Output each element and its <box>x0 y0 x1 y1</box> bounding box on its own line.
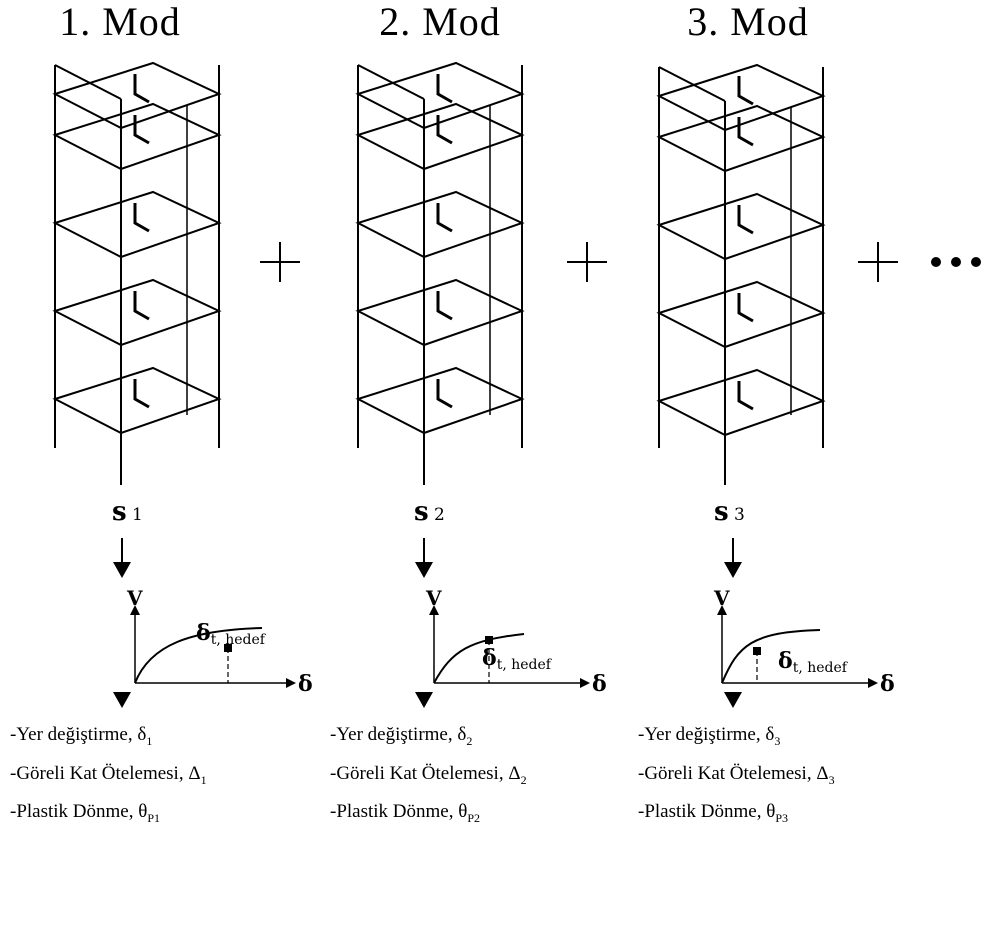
delta-axis-label: δ <box>880 671 895 697</box>
down-arrow-icon <box>113 538 131 578</box>
down-arrow-icon <box>415 538 433 578</box>
force-symbol: s <box>414 497 429 527</box>
floor-slab <box>52 366 222 435</box>
rotation-marker-icon <box>436 379 453 409</box>
frame-mode-2 <box>355 61 525 485</box>
roof-edge <box>357 64 425 100</box>
plus-sign-icon <box>567 242 607 282</box>
mode-3-title: 3. Mod <box>687 0 809 44</box>
v-axis-arrow <box>130 605 140 615</box>
floor-slab <box>656 280 826 349</box>
frame-mode-3 <box>656 63 826 485</box>
rotation-marker-icon <box>436 115 453 145</box>
mode-2-displacement: -Yer değiştirme, δ2 <box>330 724 473 748</box>
down-arrow-icon <box>724 538 742 578</box>
pushover-curve-mode-1: Vδ δt, hedef <box>126 586 313 697</box>
roof-edge <box>658 66 726 102</box>
mode-1-title: 1. Mod <box>59 0 181 44</box>
rotation-marker-icon <box>133 379 150 409</box>
rotation-marker-icon <box>737 205 754 235</box>
dot <box>971 257 981 267</box>
floor-slab <box>52 190 222 259</box>
arrow-head <box>724 562 742 578</box>
arrow-head <box>724 692 742 708</box>
rotation-marker-icon <box>133 115 150 145</box>
plus-sign-icon <box>858 242 898 282</box>
mode-3-displacement: -Yer değiştirme, δ3 <box>638 724 781 748</box>
pushover-curve-mode-2: Vδ δt, hedef <box>425 586 607 697</box>
target-label: δt, hedef <box>482 645 553 673</box>
mode-3-story-drift: -Göreli Kat Ötelemesi, Δ3 <box>638 763 835 787</box>
roof-slab <box>52 61 222 130</box>
capacity-curve <box>433 633 525 684</box>
floor-slab <box>656 368 826 437</box>
capacity-curve <box>721 629 821 684</box>
down-arrow-icon <box>113 692 131 708</box>
mode-1-displacement: -Yer değiştirme, δ1 <box>10 724 153 748</box>
delta-axis-arrow <box>580 678 590 688</box>
force-symbol: s <box>714 497 729 527</box>
floor-slab <box>355 278 525 347</box>
floor-slab <box>656 192 826 261</box>
mode-2-story-drift: -Göreli Kat Ötelemesi, Δ2 <box>330 763 527 787</box>
arrow-head <box>113 562 131 578</box>
dot <box>951 257 961 267</box>
force-symbol: s <box>112 497 127 527</box>
rotation-marker-icon <box>737 76 754 106</box>
target-label: δt, hedef <box>196 620 267 648</box>
dot <box>931 257 941 267</box>
rotation-marker-icon <box>436 291 453 321</box>
force-subscript: 2 <box>434 505 445 525</box>
target-label: δt, hedef <box>778 648 849 676</box>
v-axis-label: V <box>713 586 730 610</box>
arrow-head <box>113 692 131 708</box>
rotation-marker-icon <box>133 203 150 233</box>
rotation-marker-icon <box>737 381 754 411</box>
rotation-marker-icon <box>436 74 453 104</box>
roof-slab <box>355 61 525 130</box>
floor-slab <box>355 102 525 171</box>
v-axis-label: V <box>425 586 442 610</box>
mode-2-plastic-rotation: -Plastik Dönme, θP2 <box>330 801 481 825</box>
rotation-marker-icon <box>436 203 453 233</box>
force-subscript: 3 <box>734 505 745 525</box>
rotation-marker-icon <box>737 117 754 147</box>
force-subscript: 1 <box>132 505 143 525</box>
arrow-head <box>415 562 433 578</box>
frame-mode-1 <box>52 61 222 485</box>
roof-edge <box>54 64 122 100</box>
delta-axis-arrow <box>286 678 296 688</box>
mode-1-story-drift: -Göreli Kat Ötelemesi, Δ1 <box>10 763 207 787</box>
v-axis-label: V <box>126 586 143 610</box>
floor-slab <box>355 366 525 435</box>
down-arrow-icon <box>415 692 433 708</box>
pushover-curve-mode-3: Vδ δt, hedef <box>713 586 895 697</box>
rotation-marker-icon <box>133 291 150 321</box>
arrow-head <box>415 692 433 708</box>
rotation-marker-icon <box>133 74 150 104</box>
mode-2-title: 2. Mod <box>379 0 501 44</box>
floor-slab <box>656 104 826 173</box>
floor-slab <box>52 278 222 347</box>
floor-slab <box>52 102 222 171</box>
plus-sign-icon <box>260 242 300 282</box>
delta-axis-label: δ <box>298 671 313 697</box>
down-arrow-icon <box>724 692 742 708</box>
roof-slab <box>656 63 826 132</box>
floor-slab <box>355 190 525 259</box>
delta-axis-label: δ <box>592 671 607 697</box>
delta-axis-arrow <box>868 678 878 688</box>
rotation-marker-icon <box>737 293 754 323</box>
capacity-curve <box>134 627 263 684</box>
mode-1-plastic-rotation: -Plastik Dönme, θP1 <box>10 801 161 825</box>
v-axis-arrow <box>717 605 727 615</box>
ellipsis-icon <box>931 257 981 267</box>
mode-3-plastic-rotation: -Plastik Dönme, θP3 <box>638 801 789 825</box>
v-axis-arrow <box>429 605 439 615</box>
